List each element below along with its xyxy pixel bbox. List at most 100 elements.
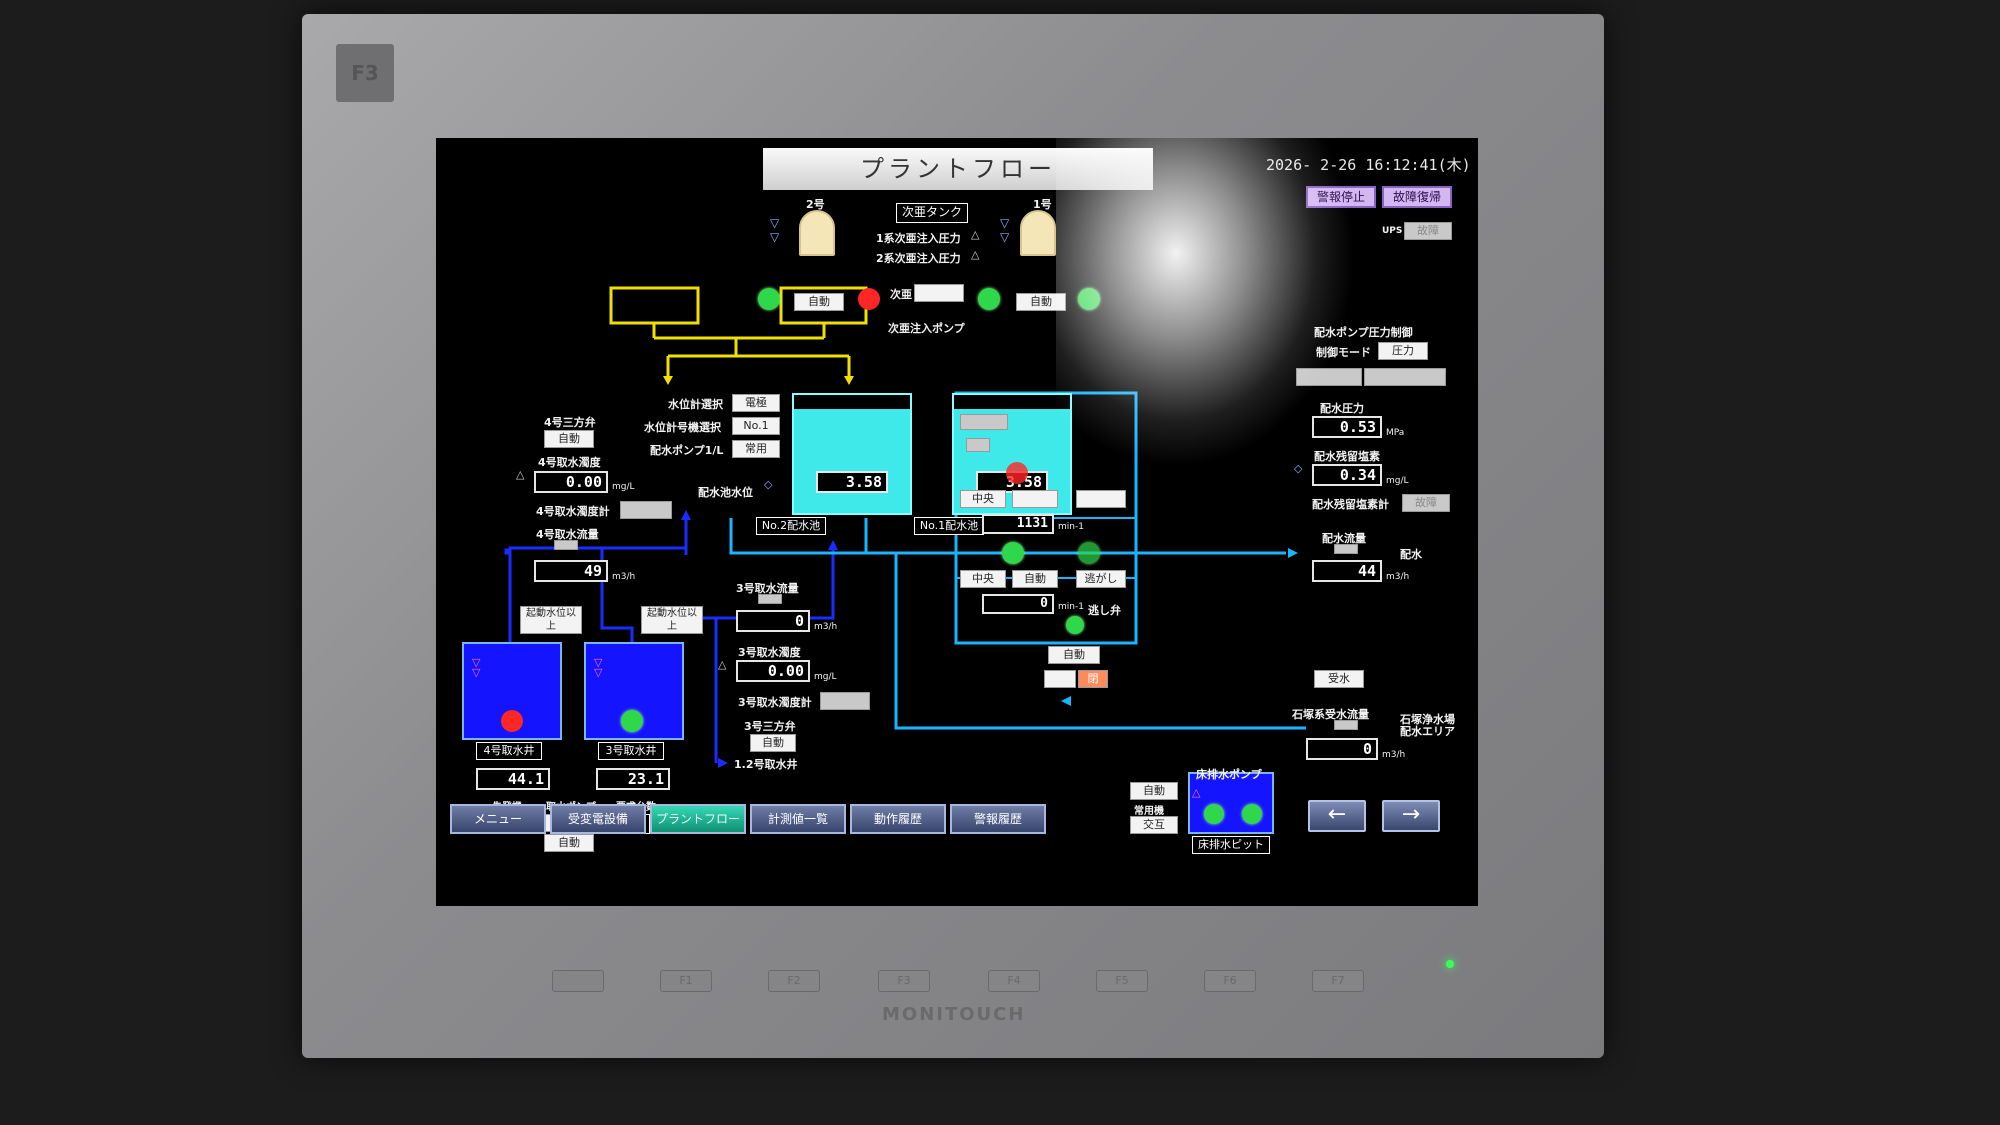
- hypo-mode2-button[interactable]: 自動: [794, 293, 844, 311]
- relief-valve-mode[interactable]: 自動: [1048, 646, 1100, 664]
- intake4-valve-mode[interactable]: 自動: [544, 430, 594, 448]
- dist-pump1-status-a: [960, 414, 1008, 430]
- brand-logo: F3: [336, 44, 394, 102]
- dist-press-value: 0.53: [1312, 416, 1382, 438]
- fkey-f2[interactable]: F2: [768, 970, 820, 992]
- dist-pump2[interactable]: [1002, 542, 1024, 564]
- datetime-display: 2026- 2-26 16:12:41(木): [1266, 156, 1471, 174]
- hypo-tank1: [1020, 210, 1056, 256]
- intake4-turb-value: 0.00: [534, 471, 608, 493]
- intake3-pump[interactable]: [621, 710, 643, 732]
- dist-pump2-center[interactable]: 中央: [960, 570, 1006, 588]
- hmi-screen: プラントフロー 2026- 2-26 16:12:41(木) 警報停止 故障復帰…: [436, 138, 1478, 906]
- drain-duty-label: 常用機: [1134, 806, 1164, 817]
- hypo-press1-label: 1系次亜注入圧力: [876, 232, 961, 245]
- intake4-pump[interactable]: [501, 710, 523, 732]
- intake3-flow-unit: m3/h: [814, 622, 838, 632]
- level-meter-value[interactable]: No.1: [732, 417, 780, 435]
- intake4-level-icon: ▽▽: [472, 656, 481, 679]
- nav-plant-flow[interactable]: プラントフロー: [650, 804, 746, 834]
- intake4-valve-label: 4号三方弁: [544, 416, 596, 429]
- power-led: [1446, 960, 1454, 968]
- chlorine-icon: ◇: [1294, 462, 1303, 475]
- intake4-well-label: 4号取水井: [476, 742, 542, 760]
- intake4-flow-label: 4号取水流量: [536, 528, 599, 541]
- chlorine-meter-status: 故障: [1402, 494, 1450, 512]
- fkey-blank[interactable]: [552, 970, 604, 992]
- ctrl-option-a[interactable]: [1296, 368, 1362, 386]
- hypo-pump-2a[interactable]: [758, 288, 780, 310]
- intake3-turb-unit: mg/L: [814, 672, 837, 682]
- next-page-button[interactable]: →: [1382, 800, 1440, 832]
- hypo-pump-1b[interactable]: [1078, 288, 1100, 310]
- ctrl-option-b[interactable]: [1364, 368, 1446, 386]
- dist-pump-value[interactable]: 常用: [732, 440, 780, 458]
- intake-pump-mode-auto[interactable]: 自動: [544, 834, 594, 852]
- fkey-f6[interactable]: F6: [1204, 970, 1256, 992]
- relief-valve-open[interactable]: [1044, 670, 1076, 688]
- fkey-f4[interactable]: F4: [988, 970, 1040, 992]
- intake3-valve-label: 3号三方弁: [744, 720, 796, 733]
- ctrl-mode-value[interactable]: 圧力: [1378, 342, 1428, 360]
- nav-menu[interactable]: メニュー: [450, 804, 546, 834]
- nav-operation-history[interactable]: 動作履歴: [850, 804, 946, 834]
- dist-flow-value: 44: [1312, 560, 1382, 582]
- intake3-turb-meter-status: [820, 692, 870, 710]
- drain-pump-1[interactable]: [1204, 804, 1224, 824]
- dist-pump1[interactable]: [1006, 462, 1028, 484]
- nav-measurements[interactable]: 計測値一覧: [750, 804, 846, 834]
- ctrl-mode-label: 制御モード: [1316, 346, 1371, 359]
- fkey-f3[interactable]: F3: [878, 970, 930, 992]
- receive-arrow: [1061, 696, 1071, 706]
- dist-pump2-relief[interactable]: 逃がし: [1076, 570, 1126, 588]
- level-select-label: 水位計選択: [668, 398, 723, 411]
- chlorine-value: 0.34: [1312, 464, 1382, 486]
- drain-pump-2[interactable]: [1242, 804, 1262, 824]
- tank2-level-icon: ▽▽: [770, 216, 780, 244]
- fault-reset-button[interactable]: 故障復帰: [1382, 186, 1452, 208]
- dist-pump1-speed-unit: min-1: [1058, 522, 1084, 532]
- drain-duty-value[interactable]: 交互: [1130, 816, 1178, 834]
- dist-pump2-auto[interactable]: 自動: [1012, 570, 1058, 588]
- dist-out-label: 配水: [1400, 548, 1422, 561]
- dist-pump1-center[interactable]: 中央: [960, 490, 1006, 508]
- hypo-tank-label: 次亜タンク: [896, 203, 968, 223]
- dist-pump3[interactable]: [1078, 542, 1100, 564]
- hypo-arrow-no2: [663, 376, 673, 385]
- dist-pump1-relief[interactable]: [1076, 490, 1126, 508]
- drain-pump-label: 床排水ポンプ: [1196, 768, 1262, 781]
- fkey-f1[interactable]: F1: [660, 970, 712, 992]
- hypo-pump-2b[interactable]: [858, 288, 880, 310]
- hypo-tank2-label: 2号: [806, 198, 825, 211]
- receive-button[interactable]: 受水: [1314, 670, 1364, 688]
- hypo-mode1-button[interactable]: 自動: [1016, 293, 1066, 311]
- relief-valve[interactable]: [1066, 616, 1084, 634]
- dist-press-label: 配水圧力: [1320, 402, 1364, 415]
- dist-out-arrow: [1288, 548, 1298, 558]
- alarm-stop-button[interactable]: 警報停止: [1306, 186, 1376, 208]
- hypo-tank2: [799, 210, 835, 256]
- drain-mode[interactable]: 自動: [1130, 782, 1178, 800]
- dist-flow-status: [1334, 544, 1358, 554]
- drain-level-icon: △: [1192, 786, 1201, 799]
- level-select-value[interactable]: 電極: [732, 394, 780, 412]
- fkey-f7[interactable]: F7: [1312, 970, 1364, 992]
- intake3-turb-value: 0.00: [736, 660, 810, 682]
- hypo-tank1-label: 1号: [1033, 198, 1052, 211]
- nav-power-equipment[interactable]: 受変電設備: [550, 804, 646, 834]
- nav-alarm-history[interactable]: 警報履歴: [950, 804, 1046, 834]
- hypo-pump-1a[interactable]: [978, 288, 1000, 310]
- intake3-level-icon: ▽▽: [594, 656, 603, 679]
- intake3-valve-mode[interactable]: 自動: [750, 734, 796, 752]
- tank-no2-name: No.2配水池: [756, 517, 826, 535]
- dist-pump1-mode[interactable]: [1012, 490, 1058, 508]
- intake3-well-label: 3号取水井: [598, 742, 664, 760]
- prev-page-button[interactable]: ←: [1308, 800, 1366, 832]
- chlorine-meter-label: 配水残留塩素計: [1312, 498, 1389, 511]
- drain-pit-label: 床排水ピット: [1192, 836, 1270, 854]
- relief-valve-closed[interactable]: 閉: [1078, 670, 1108, 688]
- fkey-f5[interactable]: F5: [1096, 970, 1148, 992]
- receive-flow-status: [1334, 720, 1358, 730]
- dist-pump1-status-b: [966, 438, 990, 452]
- dist-press-unit: MPa: [1386, 428, 1405, 438]
